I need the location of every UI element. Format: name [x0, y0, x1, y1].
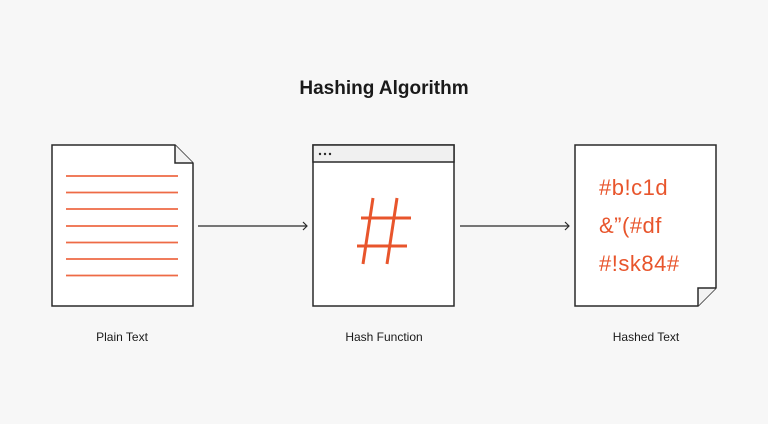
- hash-function-label: Hash Function: [345, 330, 423, 344]
- hashed-text-document-icon: [574, 144, 717, 307]
- arrow-icon: [460, 221, 570, 231]
- plain-text-document-icon: [51, 144, 194, 307]
- hashed-line: &”(#df: [599, 213, 662, 238]
- hash-function-window-icon: [312, 144, 455, 307]
- hashed-text-label: Hashed Text: [612, 330, 680, 344]
- hash-icon: [357, 197, 411, 265]
- hashed-line: #!sk84#: [599, 251, 680, 276]
- hashed-line: #b!c1d: [599, 175, 669, 200]
- arrow-icon: [198, 221, 308, 231]
- diagram-title: Hashing Algorithm: [299, 78, 469, 99]
- plain-text-label: Plain Text: [96, 330, 148, 344]
